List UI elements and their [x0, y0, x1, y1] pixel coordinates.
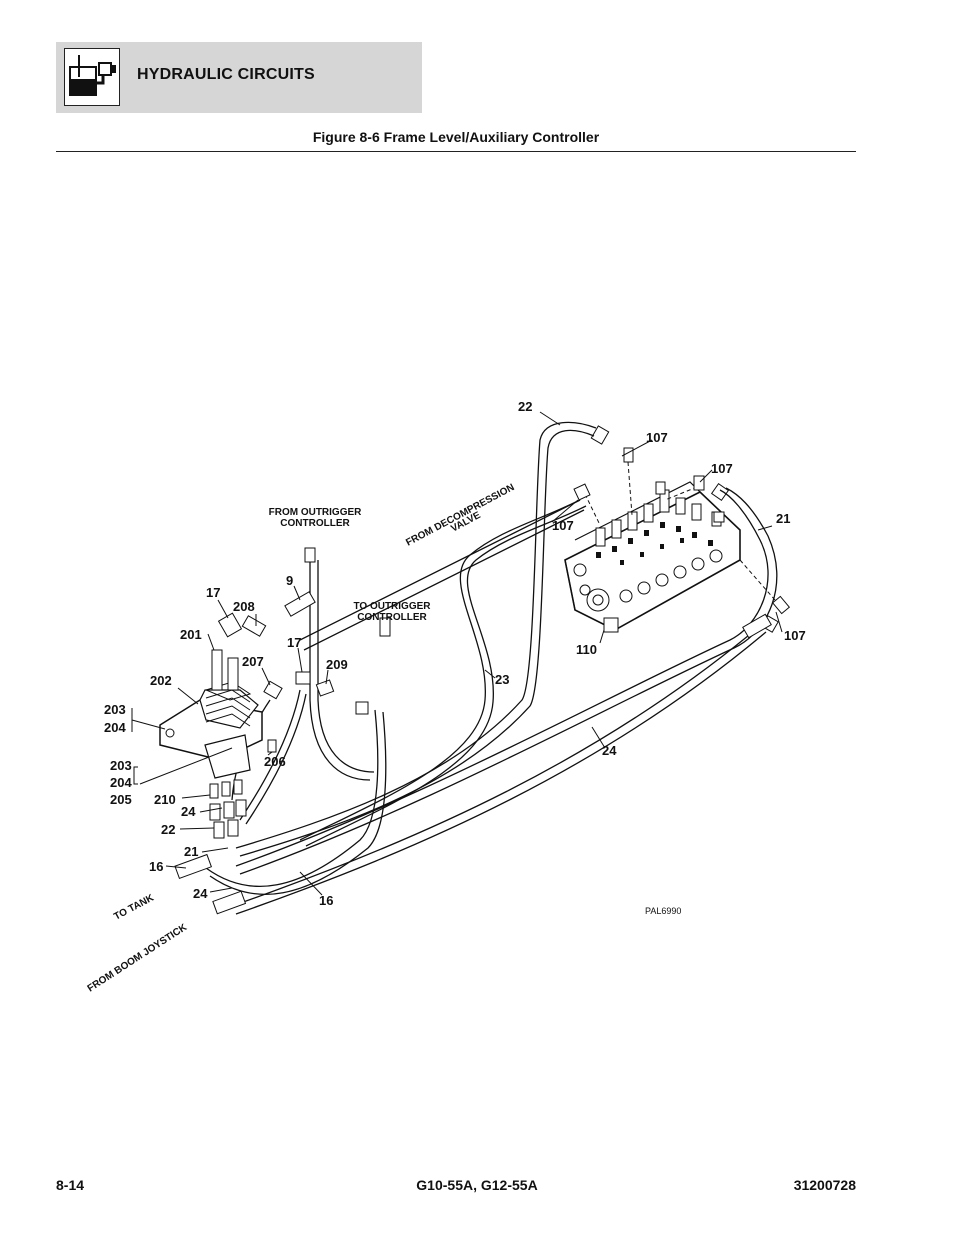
callout-16-left: 16	[149, 859, 163, 874]
callout-107-c: 107	[552, 518, 574, 533]
note-from-outrigger-line1: FROM OUTRIGGER	[269, 507, 363, 518]
callout-207: 207	[242, 654, 264, 669]
callout-22-top: 22	[518, 399, 532, 414]
note-from-decompression-line1: FROM DECOMPRESSION	[404, 482, 516, 549]
note-from-outrigger-line2: CONTROLLER	[280, 518, 350, 529]
callout-202: 202	[150, 673, 172, 688]
note-to-tank: TO TANK	[112, 892, 156, 923]
callout-21-left: 21	[184, 844, 198, 859]
header-divider	[56, 151, 856, 152]
callout-22-left: 22	[161, 822, 175, 837]
callout-203-b: 203	[110, 758, 132, 773]
footer-models: G10-55A, G12-55A	[416, 1177, 538, 1193]
note-from-boom-joystick: FROM BOOM JOYSTICK	[86, 922, 190, 995]
footer-page-number: 8-14	[56, 1177, 85, 1193]
callout-204-b: 204	[110, 775, 132, 790]
note-to-outrigger-line2: CONTROLLER	[357, 612, 427, 623]
note-to-outrigger-line1: TO OUTRIGGER	[353, 601, 431, 612]
callout-24-bottom: 24	[193, 886, 208, 901]
callout-107-d: 107	[784, 628, 806, 643]
callout-210: 210	[154, 792, 176, 807]
callout-24-left: 24	[181, 804, 196, 819]
callout-17-a: 17	[206, 585, 220, 600]
footer-manual-number: 31200728	[793, 1177, 856, 1193]
callout-16-bottom: 16	[319, 893, 333, 908]
callout-21-right: 21	[776, 511, 790, 526]
hose-lines	[205, 421, 778, 915]
control-valve-bank	[564, 481, 741, 633]
section-title: HYDRAULIC CIRCUITS	[137, 66, 315, 83]
callout-206: 206	[264, 754, 286, 769]
hydraulic-circuit-icon	[64, 48, 120, 106]
drawing-id: PAL6990	[645, 906, 681, 916]
auxiliary-controller	[159, 612, 335, 839]
callout-107-b: 107	[711, 461, 733, 476]
callout-208: 208	[233, 599, 255, 614]
callout-110: 110	[576, 642, 597, 657]
callout-203-a: 203	[104, 702, 126, 717]
callout-201: 201	[180, 627, 202, 642]
callout-17-b: 17	[287, 635, 301, 650]
callout-23: 23	[495, 672, 509, 687]
callout-204-a: 204	[104, 720, 126, 735]
figure-caption: Figure 8-6 Frame Level/Auxiliary Control…	[312, 129, 600, 145]
callout-107-a: 107	[646, 430, 668, 445]
callout-9: 9	[286, 573, 293, 588]
callout-24-mid: 24	[602, 743, 617, 758]
callout-209: 209	[326, 657, 348, 672]
callout-205: 205	[110, 792, 132, 807]
